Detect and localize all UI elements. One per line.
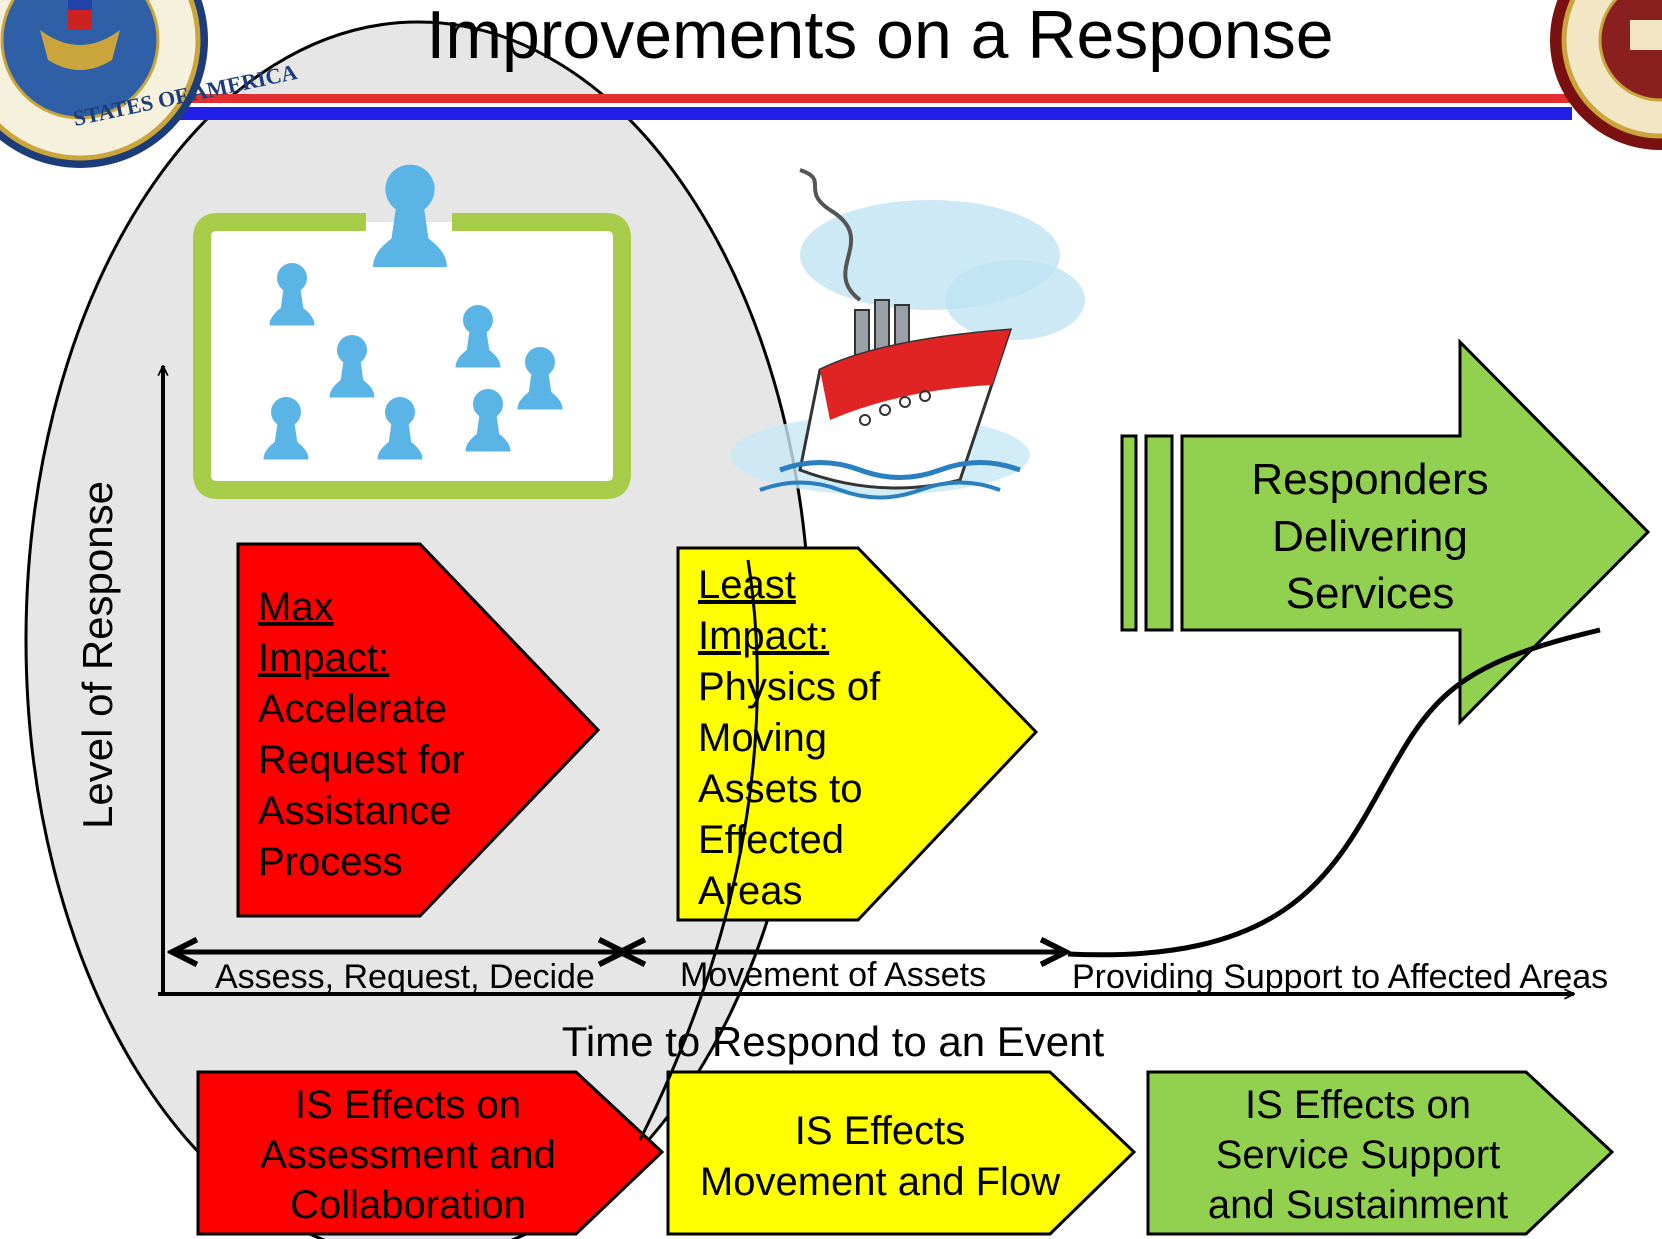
x-axis-label: Time to Respond to an Event (562, 1018, 1105, 1065)
max-impact-box: Max Impact: Accelerate Request for Assis… (236, 542, 601, 918)
ship-icon (730, 168, 1085, 500)
page-title: Improvements on a Response (426, 0, 1333, 73)
max-impact-line-3: Assistance (258, 789, 451, 833)
effect-assessment-line-1: IS Effects on (295, 1083, 521, 1127)
responders-line-2: Delivering (1272, 512, 1468, 561)
scope-oval-outline (638, 559, 759, 1141)
least-impact-line-4: Effected (698, 818, 844, 862)
least-impact-line-3: Assets to (698, 767, 863, 811)
max-impact-line-1: Accelerate (258, 687, 447, 731)
effect-sustainment-line-2: Service Support (1216, 1133, 1501, 1177)
responders-arrow: Responders Delivering Services (1120, 338, 1651, 726)
max-impact-line-2: Request for (258, 738, 465, 782)
effect-assessment: IS Effects on Assessment and Collaborati… (196, 1070, 665, 1236)
least-impact-line-2: Moving (698, 716, 827, 760)
collaboration-group-icon (193, 164, 631, 499)
effect-assessment-line-3: Collaboration (290, 1183, 526, 1227)
effect-assessment-line-2: Assessment and (260, 1133, 556, 1177)
least-impact-line-5: Areas (698, 869, 803, 913)
effect-movement-line-2: Movement and Flow (700, 1160, 1060, 1204)
responders-line-3: Services (1286, 569, 1455, 618)
least-impact-line-1: Physics of (698, 665, 881, 709)
response-curve (1067, 627, 1601, 958)
responders-line-1: Responders (1251, 455, 1488, 504)
network-seal-icon (1550, 0, 1662, 150)
effect-sustainment: IS Effects on Service Support and Sustai… (1146, 1070, 1615, 1236)
effect-sustainment-line-3: and Sustainment (1208, 1183, 1508, 1227)
max-impact-heading-1: Max (258, 585, 334, 629)
least-impact-box: Least Impact: Physics of Moving Assets t… (676, 546, 1039, 922)
max-impact-line-4: Process (258, 840, 403, 884)
least-impact-heading-2: Impact: (698, 614, 829, 658)
phase-label-assess: Assess, Request, Decide (215, 958, 595, 996)
header-rules (180, 94, 1572, 120)
least-impact-heading-1: Least (698, 563, 796, 607)
effect-movement-line-1: IS Effects (795, 1109, 965, 1153)
effect-movement: IS Effects Movement and Flow (666, 1070, 1137, 1236)
y-axis-label: Level of Response (74, 481, 121, 829)
phase-label-support: Providing Support to Affected Areas (1072, 958, 1608, 996)
effect-sustainment-line-1: IS Effects on (1245, 1083, 1471, 1127)
phase-label-movement: Movement of Assets (680, 956, 986, 994)
max-impact-heading-2: Impact: (258, 636, 389, 680)
